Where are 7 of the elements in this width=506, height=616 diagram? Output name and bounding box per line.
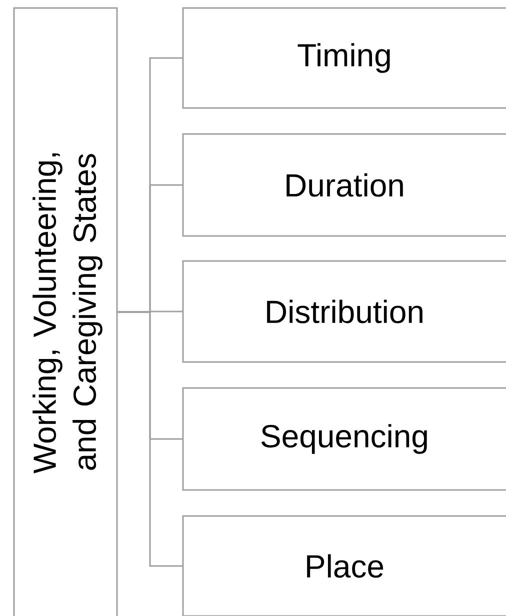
dimension-box: Timing xyxy=(182,7,506,109)
dimension-box: Distribution xyxy=(182,260,506,363)
category-box: Working, Volunteering, and Caregiving States xyxy=(13,7,118,616)
dimension-box: Place xyxy=(182,515,506,616)
connector-line xyxy=(117,311,183,567)
dimension-box: Sequencing xyxy=(182,387,506,491)
dimension-box: Duration xyxy=(182,133,506,237)
